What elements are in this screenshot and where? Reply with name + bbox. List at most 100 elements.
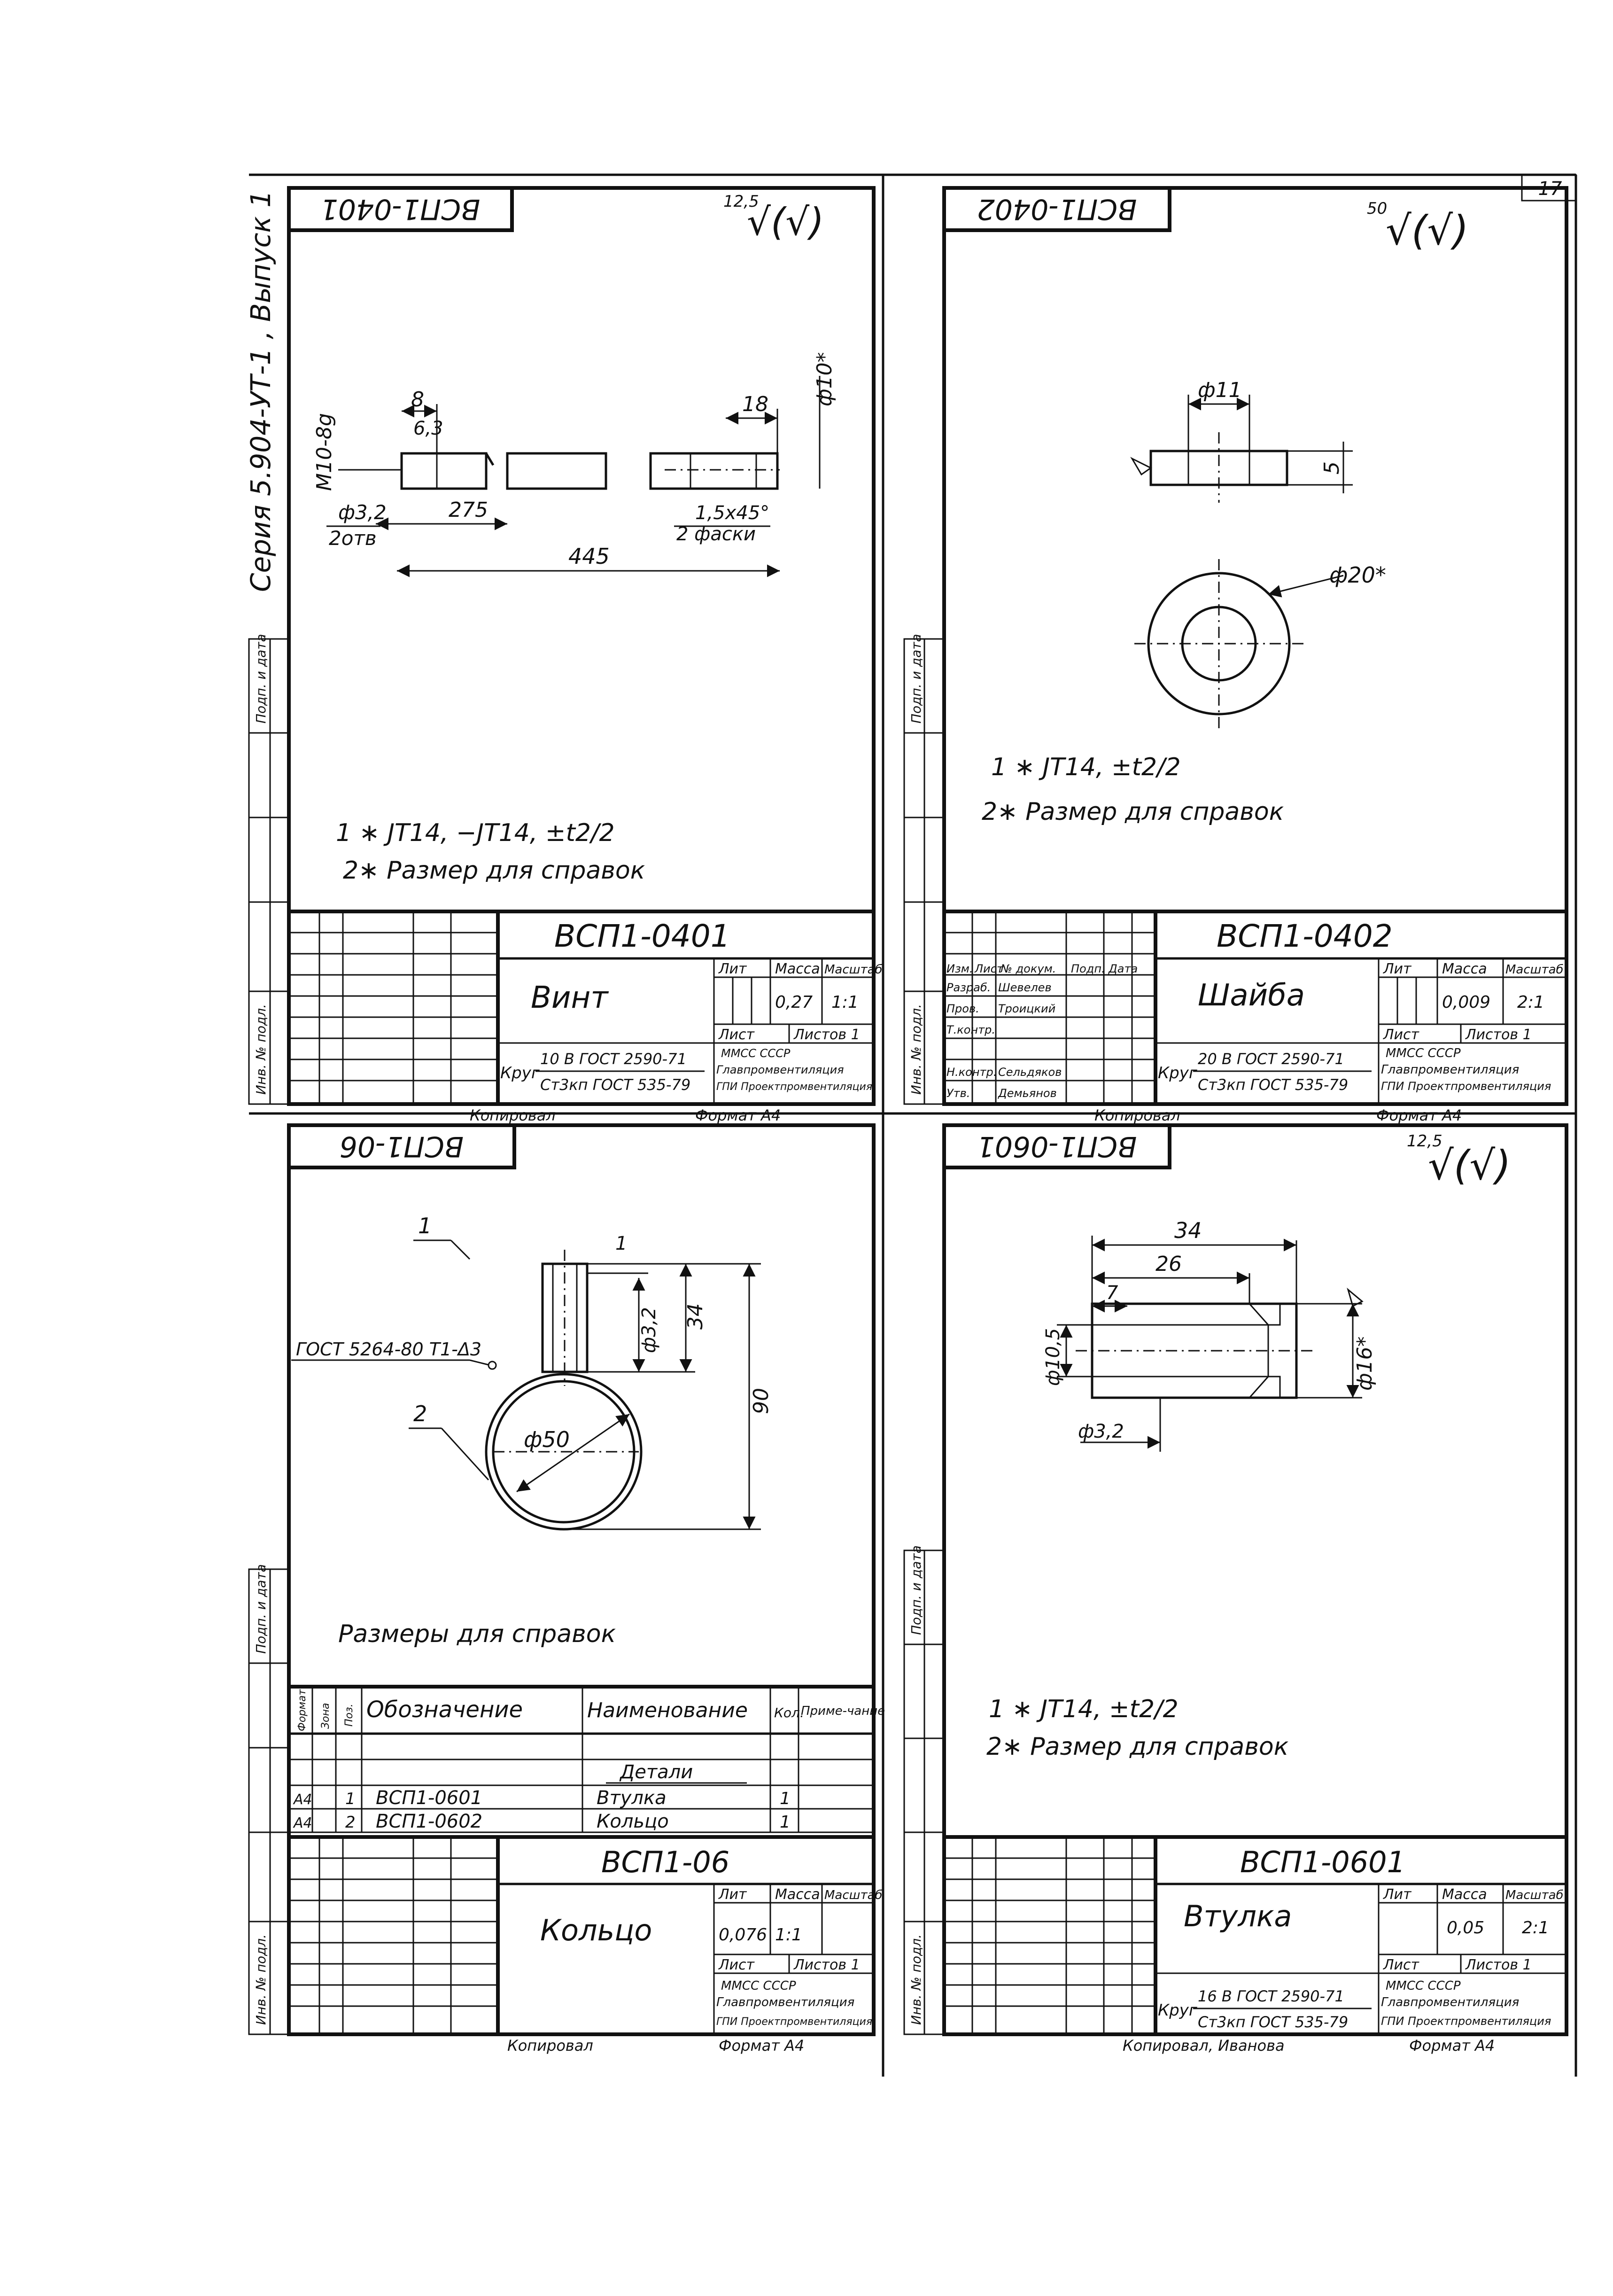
tb3-lit: Лит (718, 1886, 747, 1903)
tb4-mat-bottom: Ст3кп ГОСТ 535-79 (1198, 2013, 1348, 2031)
tb2-name-2: Сельдяков (998, 1066, 1062, 1079)
tb2-role-0: Изм. (946, 962, 973, 975)
dim-chamfer: 1,5х45° (695, 502, 769, 524)
tb3-name: Кольцо (540, 1913, 652, 1947)
tb1-mass: 0,27 (775, 993, 813, 1012)
dim-275: 275 (449, 498, 488, 522)
spec-r2-pos: 2 (345, 1813, 356, 1832)
roughness-value: 12,5 (723, 192, 759, 211)
tb4-mat-top: 16 В ГОСТ 2590-71 (1198, 1987, 1344, 2005)
tb2-person-1: Пров. (946, 1002, 979, 1015)
side-label-0: Подп. и дата (253, 634, 269, 724)
dim-thread: М10-8g (312, 413, 336, 491)
tb3-scale: 1:1 (775, 1925, 802, 1945)
tb3-mass-h: Масса (775, 1886, 820, 1903)
dim-90: 90 (749, 1388, 773, 1414)
sheet-shaiba: ВСП1-0402 50 √(√) ф11 5 ф20* (903, 186, 1568, 1124)
washer-section: ф11 5 (1130, 378, 1353, 503)
side-label-3: Инв. № подл. (908, 1004, 924, 1095)
tb3-org3: ГПИ Проектпромвентиляция (716, 2016, 872, 2028)
side-labels: Подп. и дата Инв. № подл. Подп. и дата И… (253, 634, 924, 2025)
copied-by-2: Копировал (1094, 1106, 1180, 1124)
note-2: 2∗ Размер для справок (982, 798, 1284, 826)
tb1-lit: Лит (718, 961, 747, 977)
tb1-name: Винт (531, 981, 609, 1015)
tb2-mass: 0,009 (1442, 993, 1490, 1012)
format-4: Формат А4 (1409, 2037, 1495, 2055)
roughness-value: 50 (1367, 199, 1387, 218)
tb2-mat-bottom: Ст3кп ГОСТ 535-79 (1198, 1076, 1348, 1094)
dim-63: 6,3 (413, 418, 443, 439)
dim-phi50: ф50 (524, 1427, 570, 1452)
tb2-mat-prefix: Круг (1158, 1064, 1198, 1082)
tb2-person-4: Утв. (946, 1087, 970, 1100)
title-block-2: Изм. Лист № докум. Подп. Дата Разраб. Пр… (942, 910, 1568, 1106)
tb2-lit: Лит (1383, 961, 1412, 977)
tb2-name-3: Демьянов (998, 1087, 1057, 1100)
tb3-sheets: Листов 1 (793, 1957, 860, 1973)
tb2-role-1: Лист (974, 962, 1004, 975)
tb2-scale-h: Масштаб (1505, 963, 1564, 977)
dim-phi16: ф16* (1353, 1336, 1377, 1391)
dim-34: 34 (1174, 1218, 1202, 1243)
side-label-7: Инв. № подл. (908, 1934, 924, 2025)
spec-r2-name: Кольцо (597, 1811, 669, 1832)
tb2-mass-h: Масса (1442, 961, 1487, 977)
title-block-3: ВСП1-06 Кольцо Лит Масса Масштаб 0,076 1… (289, 1835, 883, 2034)
spec-r1-name: Втулка (597, 1787, 667, 1809)
spec-section: Детали (619, 1761, 693, 1783)
tb1-mat-bottom: Ст3кп ГОСТ 535-79 (540, 1076, 690, 1094)
side-strip-4 (903, 1549, 945, 2035)
format-3: Формат А4 (719, 2037, 804, 2055)
side-label-4: Подп. и дата (253, 1564, 269, 1654)
tb4-mass: 0,05 (1447, 1918, 1484, 1938)
tb4-code: ВСП1-0601 (1240, 1845, 1405, 1879)
spec-h-note: Приме-чание (801, 1704, 885, 1718)
tb2-sheets: Листов 1 (1465, 1027, 1532, 1043)
dim-phi32: ф3,2 (638, 1307, 660, 1353)
dim-8: 8 (411, 388, 424, 412)
dim-phi32: ф3,2 (1078, 1421, 1124, 1442)
mirror-code: ВСП1-0401 (320, 193, 481, 226)
spec-r2-qty: 1 (780, 1813, 791, 1832)
tb3-org1: ММСС СССР (721, 1979, 796, 1993)
dim-7: 7 (1106, 1282, 1118, 1304)
note-2: 2∗ Размер для справок (343, 856, 645, 885)
tb4-mass-h: Масса (1442, 1886, 1487, 1903)
spec-r1-pos: 1 (345, 1790, 356, 1808)
roughness-symbol: √(√) (747, 200, 824, 244)
tb2-name-0: Шевелев (998, 981, 1052, 994)
sheet-vtulka: ВСП1-0601 12,5 √(√) 34 26 7 ф16* (903, 1123, 1568, 2055)
tb1-org1: ММСС СССР (721, 1047, 791, 1060)
tb4-org2: Главпромвентиляция (1381, 1995, 1519, 2009)
spec-h-code: Обозначение (366, 1697, 523, 1723)
tb4-sheet: Лист (1383, 1957, 1420, 1973)
note: Размеры для справок (338, 1620, 616, 1648)
sheet-koltso: ВСП1-06 ф50 1 ф3,2 34 90 1 (248, 1123, 885, 2055)
leader-1: 1 (418, 1213, 432, 1238)
spec-r2-code: ВСП1-0602 (376, 1811, 482, 1832)
tb2-mat-top: 20 В ГОСТ 2590-71 (1198, 1050, 1344, 1068)
tb2-role-3: Подп. (1071, 962, 1105, 975)
spec-r2-fmt: А4 (293, 1815, 312, 1831)
tb4-name: Втулка (1184, 1899, 1292, 1933)
dim-gost: ГОСТ 5264-80 Т1-Δ3 (296, 1339, 481, 1360)
dim-26: 26 (1155, 1252, 1182, 1276)
note-2: 2∗ Размер для справок (986, 1733, 1289, 1761)
copied-by-4: Копировал, Иванова (1123, 2037, 1285, 2055)
tb2-org1: ММСС СССР (1386, 1046, 1461, 1060)
page-frame: 17 (249, 173, 1577, 2077)
tb2-role-4: Дата (1108, 962, 1138, 975)
tb1-sheet: Лист (718, 1027, 755, 1043)
tb4-scale: 2:1 (1522, 1918, 1549, 1938)
mirror-code: ВСП1-06 (340, 1130, 464, 1163)
format-1: Формат А4 (695, 1106, 781, 1124)
dim-5: 5 (1320, 461, 1344, 475)
spec-table: Формат Зона Поз. Обозначение Наименовани… (287, 1685, 885, 2036)
tb1-mass-h: Масса (775, 961, 820, 977)
dim-phi105: ф10,5 (1042, 1328, 1064, 1386)
spec-h-pos: Поз. (343, 1704, 355, 1727)
tb4-scale-h: Масштаб (1505, 1888, 1564, 1902)
format-2: Формат А4 (1376, 1106, 1462, 1124)
bushing-section: 34 26 7 ф16* ф10,5 ф3,2 (1042, 1218, 1377, 1452)
